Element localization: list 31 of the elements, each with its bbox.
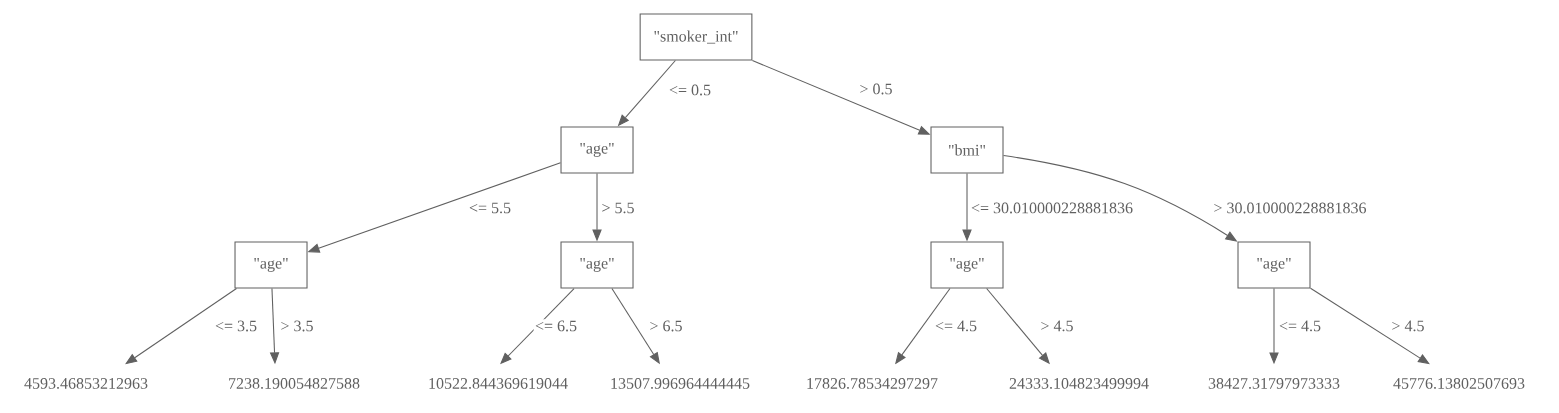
edge-label: <= 4.5 bbox=[1277, 319, 1323, 333]
edge-label: > 5.5 bbox=[600, 201, 636, 215]
leaf-value: 24333.104823499994 bbox=[1009, 378, 1149, 389]
edge-label: <= 0.5 bbox=[667, 83, 713, 97]
edge-label: > 0.5 bbox=[858, 82, 894, 96]
arrow bbox=[125, 288, 237, 365]
edge-label: > 6.5 bbox=[648, 319, 684, 333]
edge-label: <= 4.5 bbox=[933, 319, 979, 333]
edge-label: <= 3.5 bbox=[213, 319, 259, 333]
split-box: "age" bbox=[560, 126, 634, 174]
edge-label: > 4.5 bbox=[1390, 319, 1426, 333]
leaf-value: 45776.13802507693 bbox=[1393, 378, 1525, 389]
edge-label: > 3.5 bbox=[279, 319, 315, 333]
split-box: "age" bbox=[1237, 241, 1311, 289]
split-box: "bmi" bbox=[930, 126, 1004, 174]
arrow bbox=[1310, 287, 1430, 365]
leaf-value: 7238.190054827588 bbox=[229, 378, 360, 389]
leaf-value: 10522.844369619044 bbox=[429, 378, 568, 389]
leaf-value: 17826.78534297297 bbox=[807, 378, 938, 389]
edge-label: > 30.010000228881836 bbox=[1212, 201, 1368, 215]
leaf-value: 13507.996964444445 bbox=[611, 378, 750, 389]
split-box: "age" bbox=[234, 241, 308, 289]
edge-label: <= 5.5 bbox=[467, 201, 513, 215]
edge-label: <= 30.010000228881836 bbox=[969, 201, 1135, 215]
leaf-value: 38427.31797973333 bbox=[1208, 378, 1340, 389]
edge-label: <= 6.5 bbox=[533, 319, 579, 333]
split-box: "age" bbox=[930, 241, 1004, 289]
edge-label: > 4.5 bbox=[1039, 319, 1075, 333]
split-box: "age" bbox=[560, 241, 634, 289]
leaf-value: 4593.46853212963 bbox=[24, 378, 148, 389]
split-box: "smoker_int" bbox=[639, 13, 753, 61]
